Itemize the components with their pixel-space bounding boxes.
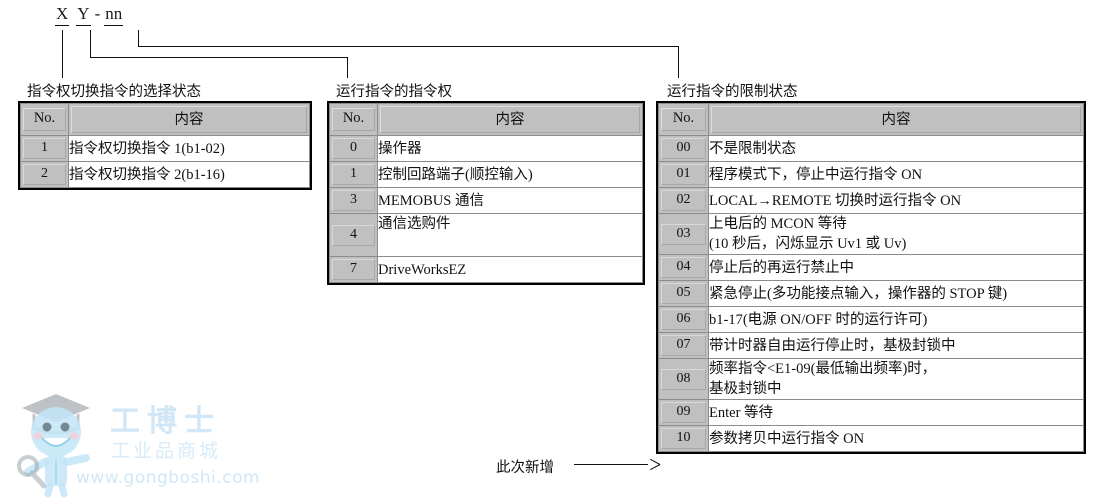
watermark-brand: 工博士 <box>110 404 221 439</box>
table-row: 1 指令权切换指令 1(b1-02) <box>20 135 310 162</box>
table-row: 7 DriveWorksEZ <box>329 256 643 283</box>
watermark-url: www.gongboshi.com <box>76 468 261 488</box>
row-content: 上电后的 MCON 等待 (10 秒后，闪烁显示 Uv1 或 Uv) <box>708 213 1084 255</box>
header-cell-content: 内容 <box>708 103 1084 136</box>
table-row: 4 通信选购件 <box>329 213 643 257</box>
table-header-row: No. 内容 <box>329 103 643 136</box>
row-no: 01 <box>658 161 709 188</box>
row-content: 频率指令<E1-09(最低输出频率)时， 基极封锁中 <box>708 358 1084 400</box>
header-cell-no: No. <box>329 103 378 136</box>
row-no: 09 <box>658 399 709 426</box>
row-content: DriveWorksEZ <box>377 256 643 283</box>
table-row: 10 参数拷贝中运行指令 ON <box>658 425 1084 452</box>
caption-table-1: 指令权切换指令的选择状态 <box>27 84 201 100</box>
row-content: 参数拷贝中运行指令 ON <box>708 425 1084 452</box>
row-no: 07 <box>658 332 709 359</box>
table-row: 0 操作器 <box>329 135 643 162</box>
connector-x-vertical <box>62 30 63 78</box>
watermark: 工博士 工业品商城 www.gongboshi.com <box>14 386 260 498</box>
row-no: 10 <box>658 425 709 452</box>
row-no: 03 <box>658 213 709 255</box>
wrench-icon <box>17 455 47 489</box>
formula-separator: - <box>94 4 101 23</box>
row-no: 04 <box>658 254 709 281</box>
row-content: 紧急停止(多功能接点输入，操作器的 STOP 键) <box>708 280 1084 307</box>
row-content: 程序模式下，停止中运行指令 ON <box>708 161 1084 188</box>
row-no: 0 <box>329 135 378 162</box>
row-content: 带计时器自由运行停止时，基极封锁中 <box>708 332 1084 359</box>
table-row: 04 停止后的再运行禁止中 <box>658 254 1084 281</box>
row-content: Enter 等待 <box>708 399 1084 426</box>
row-content: 通信选购件 <box>377 213 643 257</box>
header-cell-content: 内容 <box>377 103 643 136</box>
row-no: 1 <box>329 161 378 188</box>
table-row: 08 频率指令<E1-09(最低输出频率)时， 基极封锁中 <box>658 358 1084 400</box>
row-no: 08 <box>658 358 709 400</box>
table-row: 3 MEMOBUS 通信 <box>329 187 643 214</box>
watermark-mascot-icon <box>17 394 90 498</box>
caption-table-2: 运行指令的指令权 <box>336 84 452 100</box>
table-header-row: No. 内容 <box>658 103 1084 136</box>
table-row: 06 b1-17(电源 ON/OFF 时的运行许可) <box>658 306 1084 333</box>
connector-y-drop <box>347 57 348 78</box>
header-cell-content: 内容 <box>68 103 310 136</box>
row-content: LOCAL→REMOTE 切换时运行指令 ON <box>708 187 1084 214</box>
row-content: 指令权切换指令 2(b1-16) <box>68 161 310 188</box>
connector-nn-vertical <box>138 30 139 46</box>
row-no: 00 <box>658 135 709 162</box>
table-header-row: No. 内容 <box>20 103 310 136</box>
table-row: 05 紧急停止(多功能接点输入，操作器的 STOP 键) <box>658 280 1084 307</box>
row-content: 控制回路端子(顺控输入) <box>377 161 643 188</box>
table-row: 1 控制回路端子(顺控输入) <box>329 161 643 188</box>
connector-y-horizontal <box>90 57 348 58</box>
table-row: 2 指令权切换指令 2(b1-16) <box>20 161 310 188</box>
row-no: 1 <box>20 135 69 162</box>
row-no: 7 <box>329 256 378 283</box>
connector-y-vertical <box>90 30 91 57</box>
table-row: 07 带计时器自由运行停止时，基极封锁中 <box>658 332 1084 359</box>
header-cell-no: No. <box>20 103 69 136</box>
connector-nn-horizontal <box>138 46 679 47</box>
row-content: b1-17(电源 ON/OFF 时的运行许可) <box>708 306 1084 333</box>
row-no: 2 <box>20 161 69 188</box>
row-no: 3 <box>329 187 378 214</box>
table-row: 09 Enter 等待 <box>658 399 1084 426</box>
row-content: 不是限制状态 <box>708 135 1084 162</box>
table-row: 00 不是限制状态 <box>658 135 1084 162</box>
row-content: MEMOBUS 通信 <box>377 187 643 214</box>
connector-nn-drop <box>678 46 679 78</box>
formula-token-y: Y <box>76 4 91 26</box>
row-content: 操作器 <box>377 135 643 162</box>
table-run-command-source: No. 内容 0 操作器 1 控制回路端子(顺控输入) 3 MEMOBUS 通信… <box>327 101 645 285</box>
caption-table-3: 运行指令的限制状态 <box>667 84 798 100</box>
row-no: 4 <box>329 213 378 257</box>
table-row: 01 程序模式下，停止中运行指令 ON <box>658 161 1084 188</box>
table-row: 02 LOCAL→REMOTE 切换时运行指令 ON <box>658 187 1084 214</box>
formula-token-nn: nn <box>104 4 124 26</box>
row-no: 06 <box>658 306 709 333</box>
table-row: 03 上电后的 MCON 等待 (10 秒后，闪烁显示 Uv1 或 Uv) <box>658 213 1084 255</box>
watermark-tagline: 工业品商城 <box>111 440 222 462</box>
row-content: 停止后的再运行禁止中 <box>708 254 1084 281</box>
formula-token-x: X <box>55 4 70 26</box>
row-content: 指令权切换指令 1(b1-02) <box>68 135 310 162</box>
table-run-command-limit-status: No. 内容 00 不是限制状态 01 程序模式下，停止中运行指令 ON 02 … <box>656 101 1086 454</box>
new-item-annotation-label: 此次新增 <box>496 460 554 476</box>
header-cell-no: No. <box>658 103 709 136</box>
table-command-source-select: No. 内容 1 指令权切换指令 1(b1-02) 2 指令权切换指令 2(b1… <box>18 101 312 190</box>
row-no: 02 <box>658 187 709 214</box>
new-item-annotation-arrow-line <box>574 464 648 465</box>
row-no: 05 <box>658 280 709 307</box>
